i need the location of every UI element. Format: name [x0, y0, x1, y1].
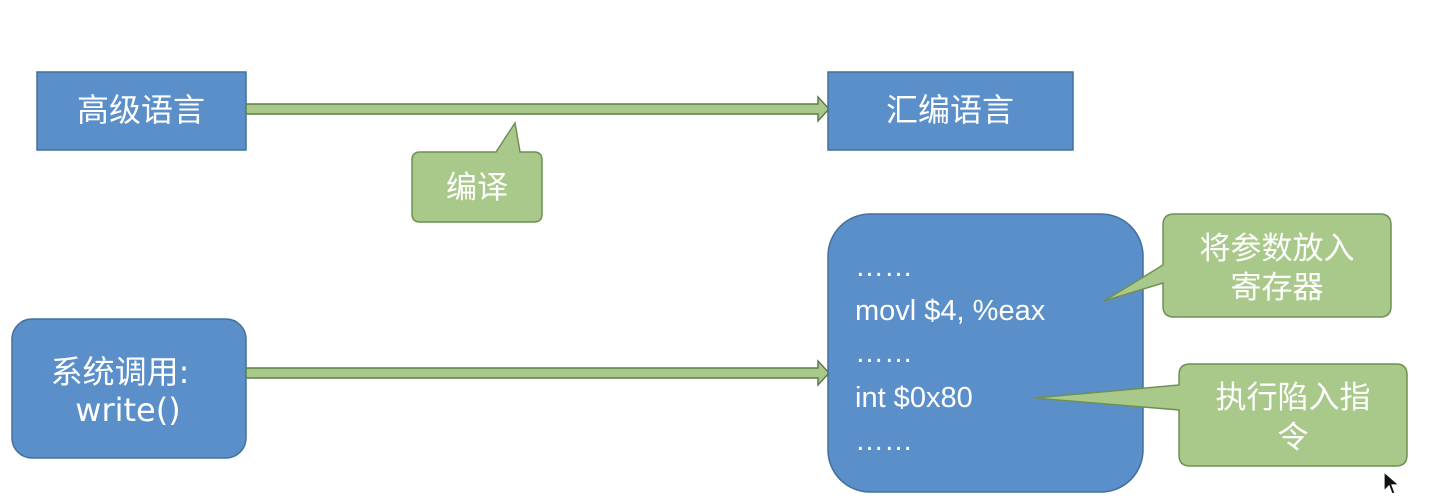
syscall-arrow — [245, 359, 831, 387]
compile-callout: 编译 — [411, 120, 543, 223]
params-callout-line1: 将参数放入 — [1200, 231, 1355, 267]
trap-instruction-callout: 执行陷入指 令 — [1033, 363, 1408, 467]
compile-label: 编译 — [446, 170, 508, 206]
code-line-5: …… — [855, 425, 913, 457]
syscall-node: 系统调用: write() — [11, 318, 247, 459]
trap-callout-line2: 令 — [1278, 420, 1309, 456]
code-line-1: …… — [855, 251, 913, 283]
mouse-pointer-icon — [1383, 471, 1401, 495]
high-level-language-label: 高级语言 — [77, 91, 205, 129]
trap-callout-line1: 执行陷入指 — [1216, 380, 1371, 416]
assembly-language-node: 汇编语言 — [827, 71, 1074, 151]
code-line-3: …… — [855, 337, 913, 369]
code-line-4: int $0x80 — [855, 382, 973, 414]
assembly-language-label: 汇编语言 — [886, 91, 1014, 129]
syscall-label-line1: 系统调用: — [51, 353, 190, 391]
params-callout-line2: 寄存器 — [1231, 270, 1324, 306]
params-to-register-callout: 将参数放入 寄存器 — [1103, 213, 1392, 318]
compile-arrow — [245, 95, 831, 123]
assembly-code-block: …… movl $4, %eax …… int $0x80 …… — [827, 213, 1144, 493]
code-line-2: movl $4, %eax — [855, 295, 1046, 327]
high-level-language-node: 高级语言 — [36, 71, 247, 151]
syscall-label-line2: write() — [75, 391, 180, 429]
